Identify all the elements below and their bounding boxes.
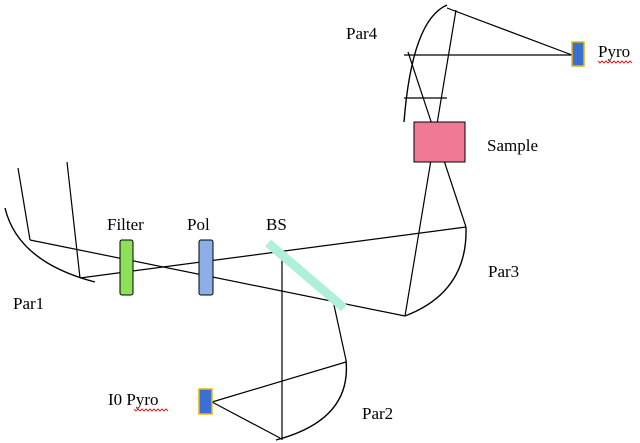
par3-label: Par3 [488, 262, 519, 281]
i0-pyro-spellcheck-underline [133, 408, 169, 412]
par3-mirror [404, 226, 467, 317]
par2-mirror [275, 359, 348, 441]
pyro-spellcheck-underline [597, 60, 633, 64]
bs-label: BS [266, 215, 287, 234]
sample-label: Sample [487, 136, 538, 155]
par4-label: Par4 [346, 24, 378, 43]
pyro-label: Pyro [598, 42, 630, 61]
beam-rays [17, 7, 573, 440]
par1-mirror [4, 207, 96, 283]
pyro-detector [571, 41, 585, 67]
par1-label: Par1 [13, 294, 44, 313]
beam-splitter-element [265, 239, 347, 312]
polarizer-element [198, 239, 214, 296]
filter-label: Filter [107, 215, 144, 234]
par4-mirror [403, 4, 448, 123]
filter-element [119, 239, 134, 296]
i0-pyro-detector [198, 388, 213, 415]
i0-pyro-label: I0 Pyro [108, 390, 159, 409]
pol-label: Pol [187, 215, 210, 234]
sample-element [413, 121, 466, 163]
par2-label: Par2 [362, 404, 393, 423]
